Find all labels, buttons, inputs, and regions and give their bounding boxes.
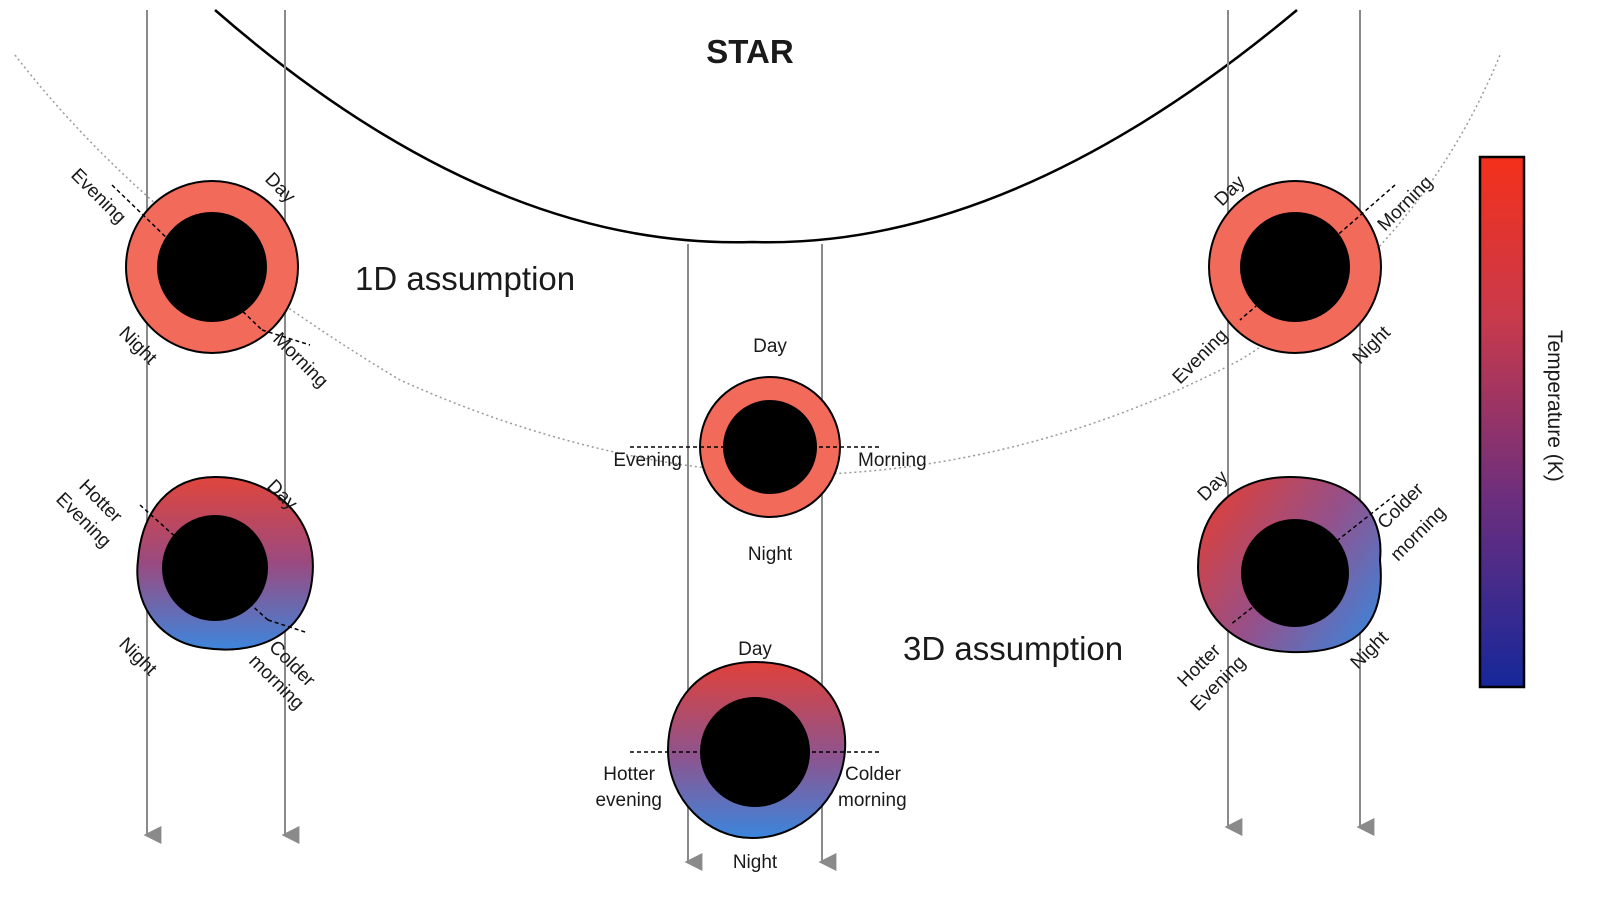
- label-night: Night: [114, 634, 161, 681]
- label-hotter: Hotter: [603, 764, 655, 785]
- label-morning-lower: morning: [838, 790, 907, 811]
- label-colder: Colder: [845, 764, 902, 785]
- label-evening: Evening: [66, 165, 129, 228]
- label-night: Night: [748, 544, 793, 565]
- temperature-colorbar: Temperature (K): [1478, 155, 1566, 689]
- label-evening: Evening: [613, 450, 682, 471]
- colorbar-title: Temperature (K): [1543, 330, 1566, 482]
- label-morning: Morning: [1374, 172, 1437, 235]
- star-label: STAR: [706, 33, 794, 70]
- planet-core: [162, 515, 268, 621]
- label-night: Night: [733, 852, 778, 873]
- planet-1d-center: Day Evening Morning Night: [613, 336, 926, 565]
- section-1d: 1D assumption: [355, 260, 575, 297]
- section-3d: 3D assumption: [903, 630, 1123, 667]
- label-morning: Morning: [268, 329, 331, 392]
- planet-3d-left: Day Hotter Evening Night Colder morning: [51, 476, 319, 714]
- star-limb: [214, 9, 1298, 244]
- planet-core: [1240, 212, 1350, 322]
- label-morning: Morning: [858, 450, 927, 471]
- label-day: Day: [738, 639, 772, 660]
- planet-core: [700, 697, 810, 807]
- label-evening-lower: evening: [595, 790, 662, 811]
- planet-1d-left: Day Evening Night Morning: [66, 165, 331, 392]
- planet-3d-center: Day Hotter evening Colder morning Night: [595, 639, 906, 873]
- planet-1d-right: Day Morning Evening Night: [1169, 171, 1437, 388]
- planet-core: [157, 212, 267, 322]
- light-rays: [143, 10, 1375, 871]
- planet-3d-right: Day Colder morning Hotter Evening Night: [1174, 466, 1450, 715]
- label-day: Day: [753, 336, 787, 357]
